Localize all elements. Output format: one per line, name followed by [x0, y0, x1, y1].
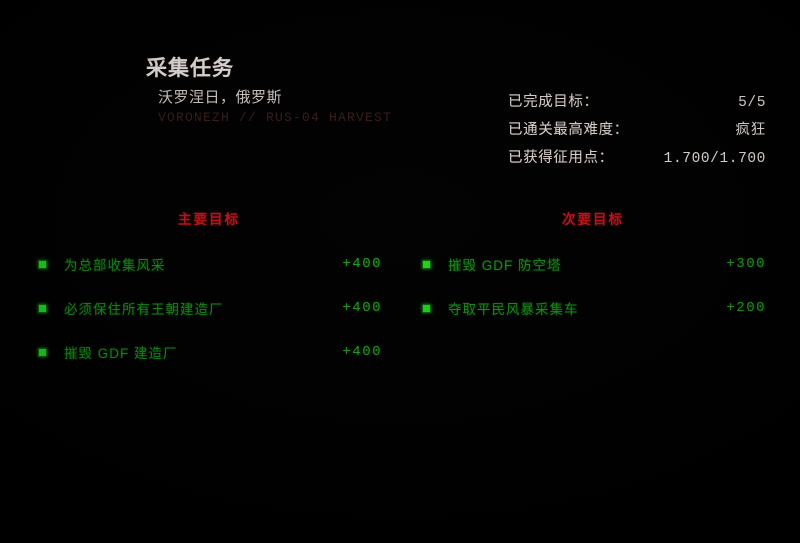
- stat-label: 已完成目标：: [508, 94, 599, 110]
- stat-row-requisition-points: 已获得征用点： 1.700/1.700: [508, 144, 766, 172]
- stat-value-completed-objectives: 5/5: [738, 95, 766, 111]
- stat-value-requisition-points: 1.700/1.700: [663, 151, 766, 167]
- objective-score: +300: [726, 256, 766, 272]
- objective-label: 夺取平民风暴采集车: [448, 302, 579, 317]
- completed-square-icon: [38, 259, 47, 269]
- stat-label: 已获得征用点：: [508, 150, 614, 166]
- primary-objectives-list: 为总部收集风采 +400 必须保住所有王朝建造厂 +400 摧毁 GDF 建造厂…: [30, 254, 388, 362]
- stat-value-highest-difficulty: 疯狂: [735, 122, 766, 138]
- objective-label: 必须保住所有王朝建造厂: [64, 302, 224, 317]
- stat-row-highest-difficulty: 已通关最高难度： 疯狂: [508, 116, 766, 144]
- completed-square-icon: [422, 303, 431, 313]
- completed-square-icon: [38, 347, 47, 357]
- mission-location: 沃罗涅日，俄罗斯: [158, 89, 283, 106]
- mission-header: 采集任务 沃罗涅日，俄罗斯 VORONEZH // RUS-04 HARVEST: [146, 56, 392, 127]
- secondary-objectives-column: 次要目标 摧毁 GDF 防空塔 +300 夺取平民风暴采集车 +200: [414, 210, 772, 342]
- objective-row: 摧毁 GDF 建造厂 +400: [30, 342, 388, 362]
- stat-label: 已通关最高难度：: [508, 122, 629, 138]
- objective-row: 为总部收集风采 +400: [30, 254, 388, 274]
- stat-row-completed-objectives: 已完成目标： 5/5: [508, 88, 766, 116]
- objective-label: 摧毁 GDF 建造厂: [64, 346, 178, 361]
- objective-row: 必须保住所有王朝建造厂 +400: [30, 298, 388, 318]
- secondary-objectives-heading: 次要目标: [562, 212, 624, 227]
- objective-score: +200: [726, 300, 766, 316]
- objective-score: +400: [342, 256, 382, 272]
- completed-square-icon: [38, 303, 47, 313]
- objective-row: 摧毁 GDF 防空塔 +300: [414, 254, 772, 274]
- primary-objectives-column: 主要目标 为总部收集风采 +400 必须保住所有王朝建造厂 +400 摧毁 GD…: [30, 210, 388, 386]
- mission-title: 采集任务: [146, 57, 234, 80]
- objective-label: 摧毁 GDF 防空塔: [448, 258, 562, 273]
- objective-score: +400: [342, 300, 382, 316]
- objective-row: 夺取平民风暴采集车 +200: [414, 298, 772, 318]
- mission-code: VORONEZH // RUS-04 HARVEST: [158, 110, 393, 125]
- completed-square-icon: [422, 259, 431, 269]
- secondary-objectives-list: 摧毁 GDF 防空塔 +300 夺取平民风暴采集车 +200: [414, 254, 772, 318]
- mission-stats-panel: 已完成目标： 5/5 已通关最高难度： 疯狂 已获得征用点： 1.700/1.7…: [508, 88, 766, 172]
- objective-label: 为总部收集风采: [64, 258, 166, 273]
- primary-objectives-heading: 主要目标: [178, 212, 240, 227]
- objective-score: +400: [342, 344, 382, 360]
